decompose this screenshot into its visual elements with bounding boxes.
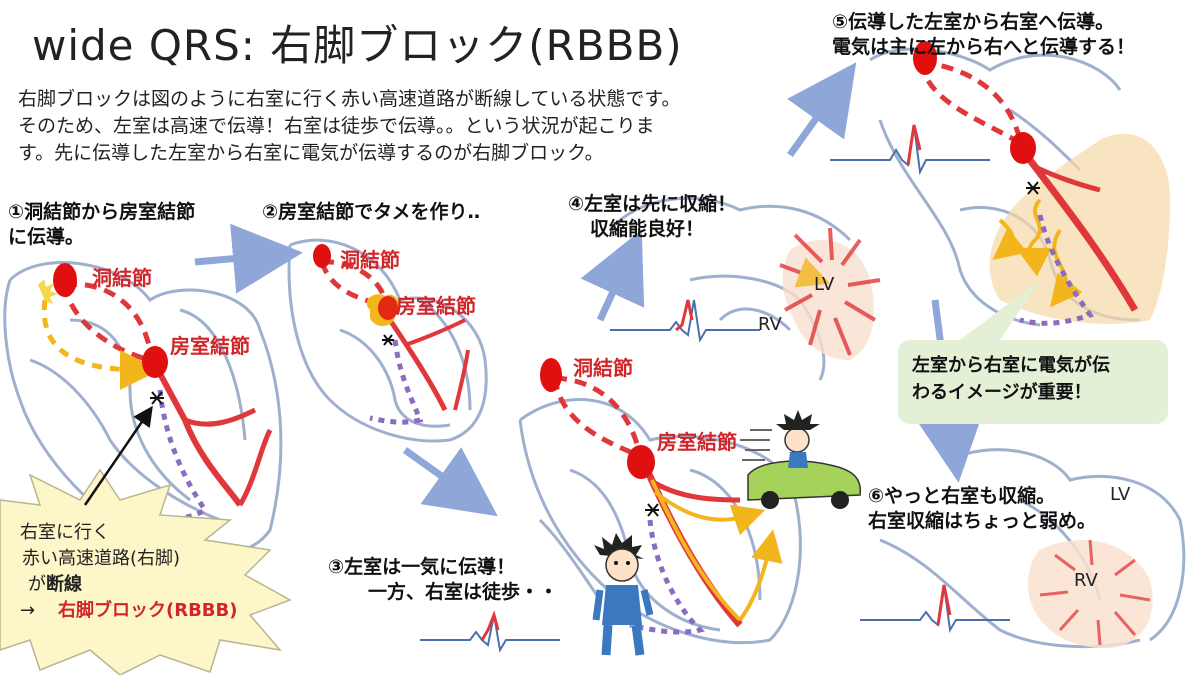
label-sa-node-1: 洞結節 — [92, 266, 152, 290]
step-5-line-1: ⑤伝導した左室から右室へ伝導。 — [832, 11, 1115, 33]
burst-text: 右室に行く 赤い高速道路(右脚) が断線 → 右脚ブロック(RBBB) — [20, 520, 237, 624]
arrow-3-to-4 — [580, 229, 645, 322]
arrow-4-to-5 — [787, 62, 857, 158]
label-lv-6: LV — [1110, 484, 1131, 505]
ecg-3 — [420, 614, 560, 653]
step-4-line-2: 収縮能良好！ — [590, 218, 705, 240]
key-point-box: 左室から右室に電気が伝 わるイメージが重要！ — [898, 340, 1168, 424]
step-1-line-2: に伝導。 — [8, 226, 85, 248]
step-5-line-2: 電気は主に左から右へと伝導する！ — [832, 36, 1136, 58]
step-4-line-1: ④左室は先に収縮！ — [568, 193, 737, 215]
step-3-caption: ③左室は一気に伝導！ 一方、右室は徒歩・・ — [328, 555, 558, 605]
walking-man-illustration — [592, 533, 654, 656]
burst-line-3-prefix: が — [28, 574, 46, 595]
intro-line: す。先に伝導した左室から右室に電気が伝導するのが右脚ブロック。 — [18, 142, 604, 164]
conduction-5 — [913, 41, 1139, 326]
label-rv-6: RV — [1074, 570, 1098, 591]
step-2-caption: ②房室結節でタメを作り‥ — [262, 200, 480, 225]
step-2-line-1: ②房室結節でタメを作り‥ — [262, 201, 481, 223]
ecg-6 — [860, 584, 1010, 633]
step-5-caption: ⑤伝導した左室から右室へ伝導。 電気は主に左から右へと伝導する！ — [832, 10, 1135, 60]
arrow-1-to-2 — [194, 223, 303, 294]
conduction-1 — [38, 263, 273, 522]
burst-pointer-arrow — [83, 405, 153, 506]
step-3-line-1: ③左室は一気に伝導！ — [328, 556, 516, 578]
burst-result: 右脚ブロック(RBBB) — [57, 600, 238, 621]
burst-arrow: → — [20, 600, 36, 621]
heart-1 — [3, 261, 283, 556]
heart-2 — [287, 238, 488, 443]
lv-contraction-4 — [779, 227, 881, 360]
label-av-node-2: 房室結節 — [396, 294, 476, 318]
label-sa-node-3: 洞結節 — [573, 356, 633, 380]
green-box-pointer — [960, 280, 1040, 340]
burst-line-2: 赤い高速道路(右脚) — [22, 548, 181, 569]
ecg-highlights — [480, 124, 952, 641]
burst-line-3-bold: 断線 — [46, 574, 82, 595]
intro-line: そのため、左室は高速で伝導！右室は徒歩で伝導。。という状況が起こりま — [18, 115, 655, 137]
rv-contraction-6 — [1028, 539, 1153, 649]
label-av-node-3: 房室結節 — [657, 430, 737, 454]
burst-line-3: が断線 — [20, 572, 237, 598]
burst-line-4: → 右脚ブロック(RBBB) — [20, 598, 237, 624]
step-1-line-1: ①洞結節から房室結節 — [8, 201, 196, 223]
intro-line: 右脚ブロックは図のように右室に行く赤い高速道路が断線している状態です。 — [18, 88, 681, 110]
label-av-node-1: 房室結節 — [170, 334, 250, 358]
label-lv-4: LV — [814, 274, 835, 295]
step-4-caption: ④左室は先に収縮！ 収縮能良好！ — [568, 192, 736, 242]
car-driver-illustration — [740, 410, 862, 509]
key-point-line-2: わるイメージが重要！ — [912, 382, 1092, 403]
step-3-line-2: 一方、右室は徒歩・・ — [368, 581, 559, 603]
burst-callout — [0, 468, 292, 675]
step-6-line-1: ⑥やっと右室も収縮。 — [868, 485, 1056, 507]
conduction-2 — [313, 244, 470, 425]
ecg-4 — [610, 299, 760, 343]
intro-paragraph: 右脚ブロックは図のように右室に行く赤い高速道路が断線している状態です。 そのため… — [18, 86, 808, 167]
key-point-line-1: 左室から右室に電気が伝 — [912, 355, 1110, 376]
label-rv-4: RV — [758, 314, 782, 335]
arrow-2-to-3 — [402, 447, 498, 517]
step-1-caption: ①洞結節から房室結節 に伝導。 — [8, 200, 195, 250]
label-sa-node-2: 洞結節 — [340, 248, 400, 272]
burst-line-1: 右室に行く — [20, 522, 110, 543]
page-title: wide QRS: 右脚ブロック(RBBB) — [32, 21, 683, 70]
step-6-caption: ⑥やっと右室も収縮。 右室収縮はちょっと弱め。 — [868, 484, 1096, 534]
conduction-3 — [540, 358, 783, 635]
step-6-line-2: 右室収縮はちょっと弱め。 — [868, 510, 1097, 532]
